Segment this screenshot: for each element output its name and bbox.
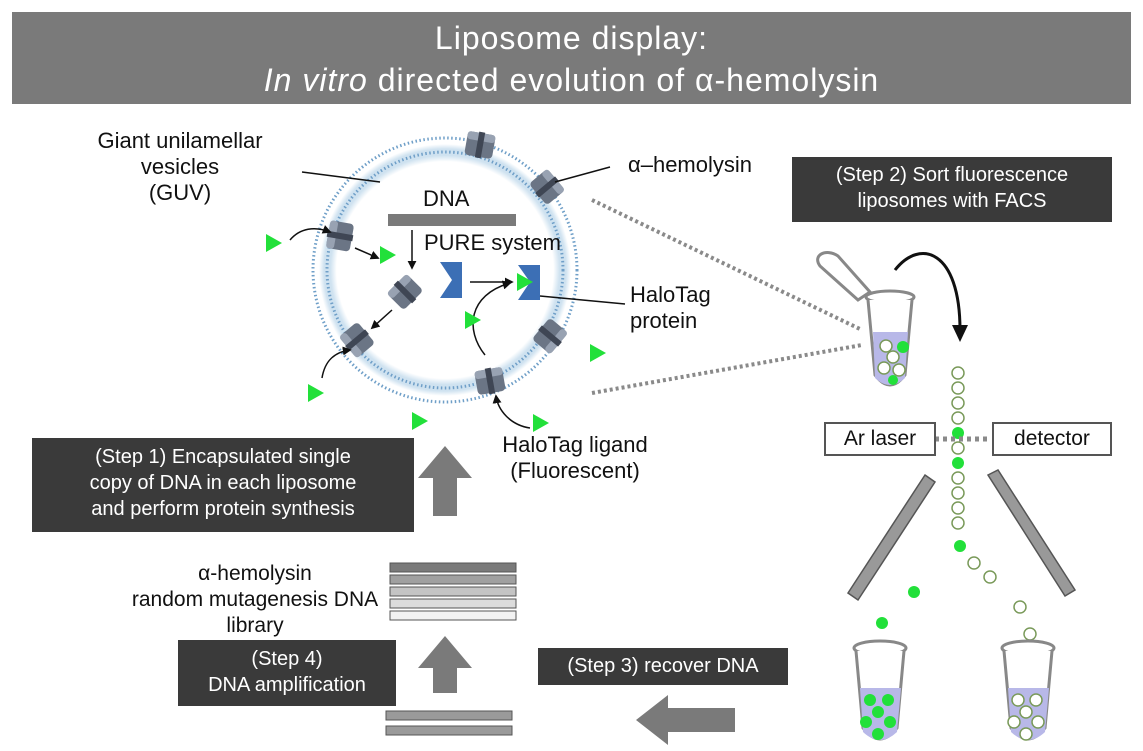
halotag-protein-label: HaloTag protein bbox=[630, 282, 711, 333]
step4-box: (Step 4) DNA amplification bbox=[178, 640, 396, 706]
title-line-1: Liposome display: bbox=[434, 20, 709, 56]
halotag-ligand-label: HaloTag ligand (Fluorescent) bbox=[502, 432, 648, 483]
dna-library-bars bbox=[389, 562, 517, 621]
deflector-plate-right bbox=[986, 469, 1077, 598]
ar-laser-box: Ar laser bbox=[824, 422, 936, 456]
deflector-plate-left bbox=[846, 473, 937, 602]
dna-label: DNA bbox=[423, 186, 470, 211]
title-line-2: In vitro directed evolution of α-hemolys… bbox=[12, 60, 1131, 100]
arrow-left-step3 bbox=[636, 695, 735, 745]
step3-box: (Step 3) recover DNA bbox=[538, 648, 788, 685]
collection-tube-fluorescent bbox=[852, 639, 908, 741]
alpha-hemolysin-label: α–hemolysin bbox=[628, 152, 752, 177]
arrow-up-step1 bbox=[418, 446, 472, 516]
title-italic: In vitro bbox=[263, 62, 368, 98]
detector-box: detector bbox=[992, 422, 1112, 456]
pure-system-label: PURE system bbox=[424, 230, 561, 255]
liposome bbox=[311, 136, 579, 404]
collection-tube-nonfluorescent bbox=[1000, 639, 1056, 741]
title-rest: directed evolution of α-hemolysin bbox=[367, 62, 880, 98]
title-banner: Liposome display: In vitro directed evol… bbox=[12, 12, 1131, 104]
amplified-dna-bars bbox=[385, 710, 513, 736]
halotag-empty bbox=[440, 262, 462, 298]
dna-library-label: α-hemolysin random mutagenesis DNA libra… bbox=[131, 562, 379, 637]
step1-box: (Step 1) Encapsulated single copy of DNA… bbox=[32, 438, 414, 532]
dna-bar bbox=[388, 214, 516, 226]
guv-label: Giant unilamellar vesicles (GUV) bbox=[97, 128, 263, 205]
step2-box: (Step 2) Sort fluorescence liposomes wit… bbox=[792, 157, 1112, 222]
input-tube bbox=[816, 251, 916, 387]
arrow-up-step4 bbox=[418, 636, 472, 693]
halotag-bound bbox=[518, 265, 540, 300]
